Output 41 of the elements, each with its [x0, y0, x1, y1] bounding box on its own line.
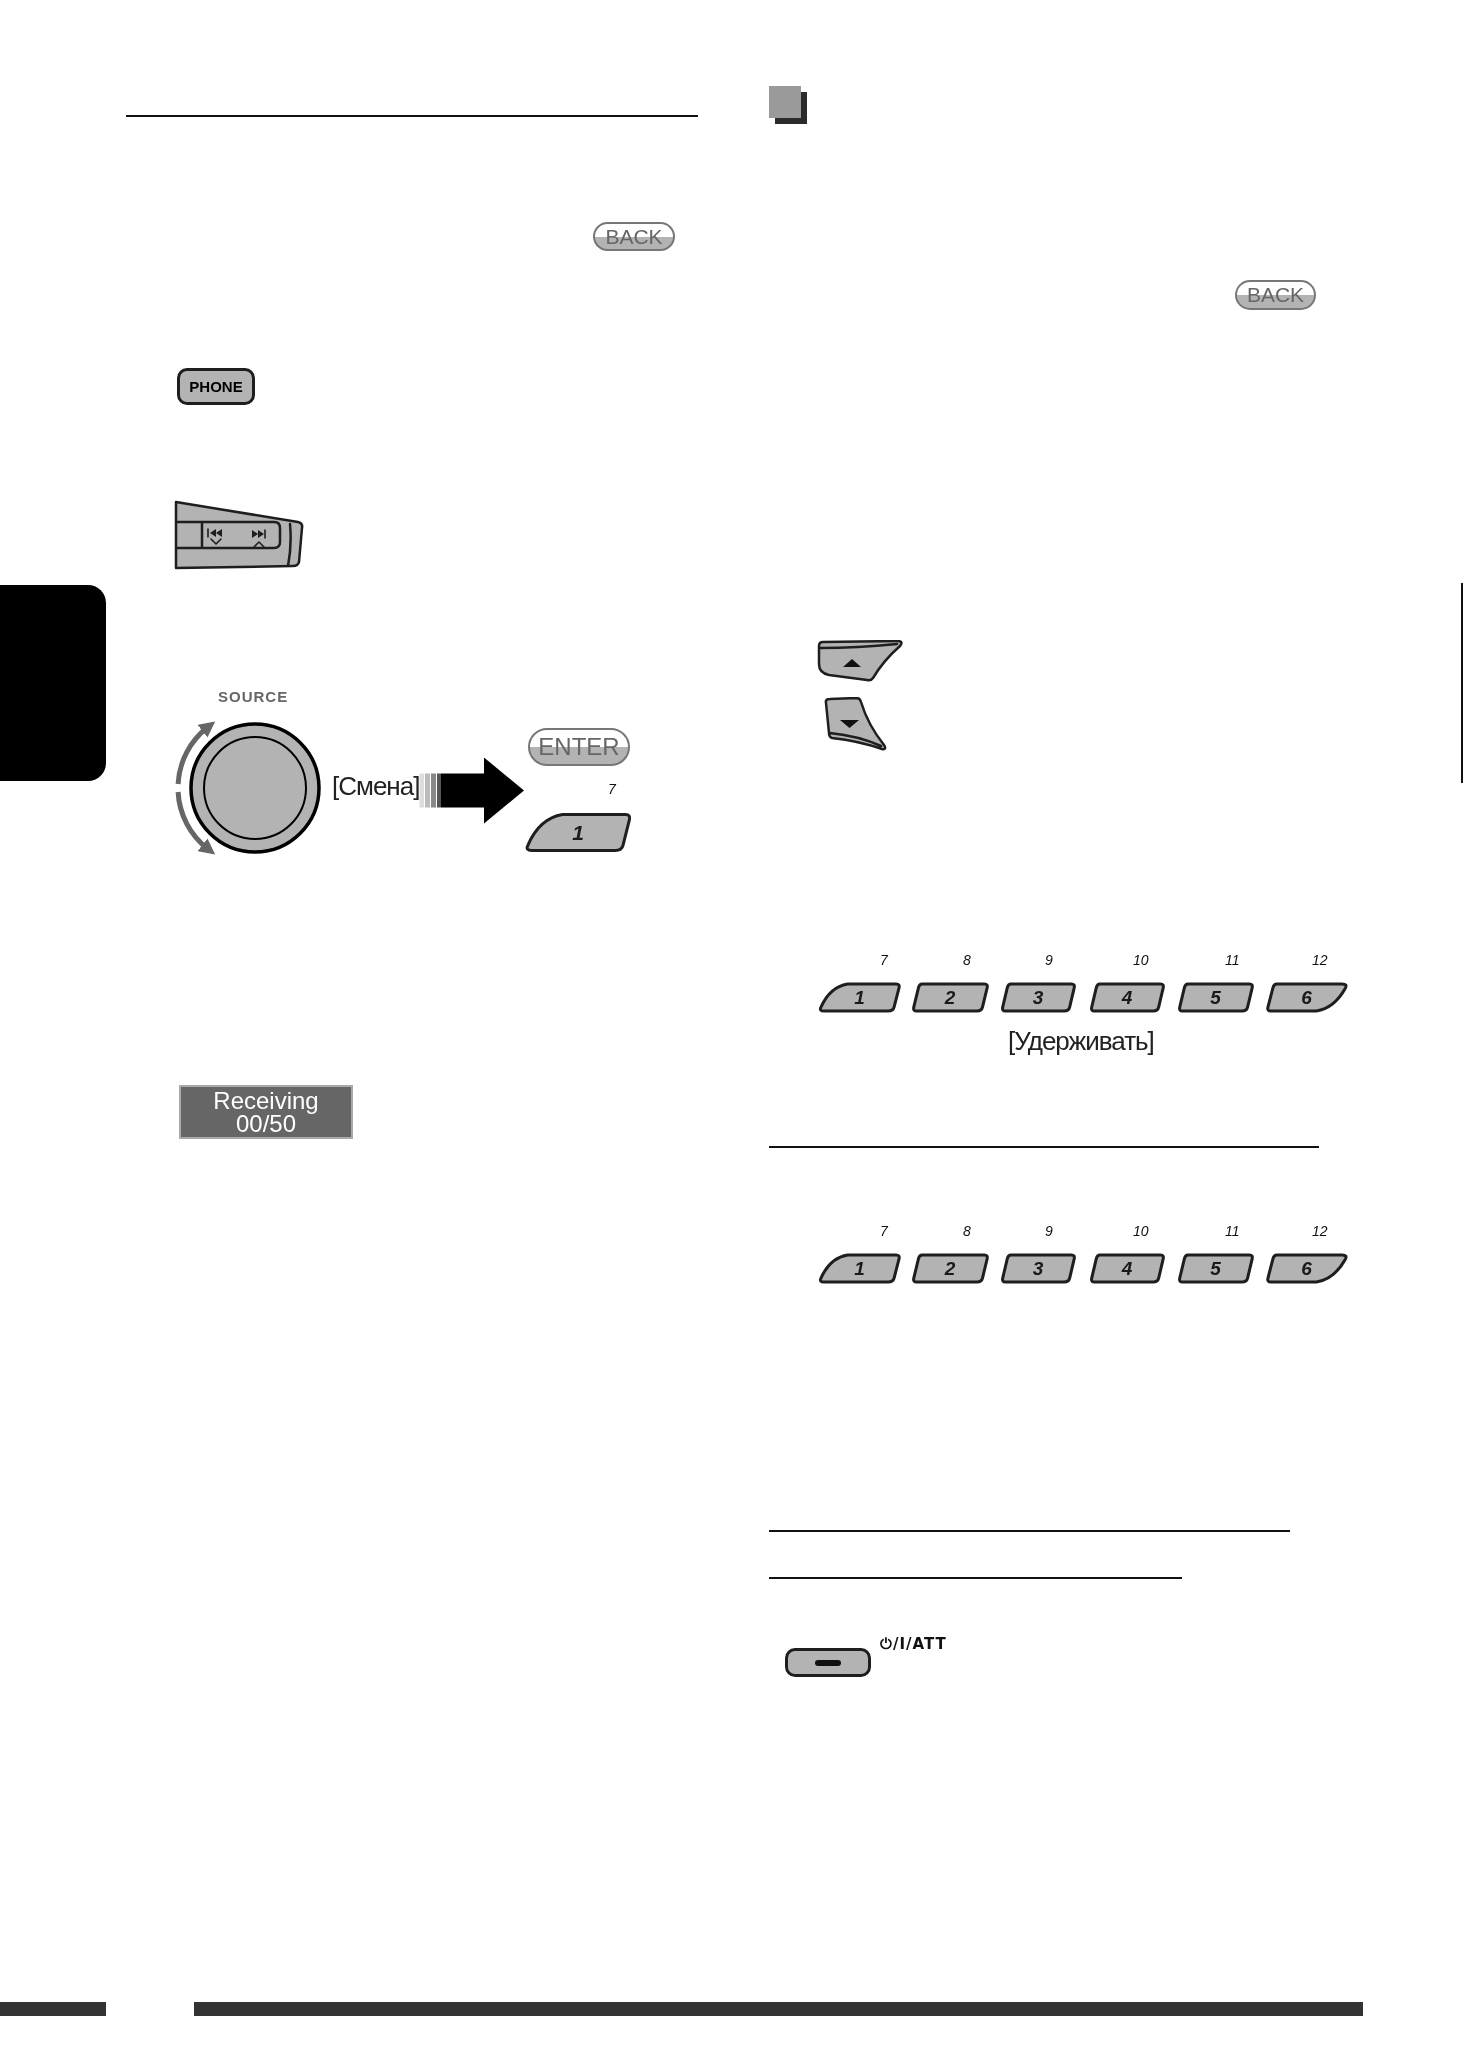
down-button — [824, 697, 887, 752]
display-text: Receiving — [213, 1089, 319, 1112]
display-text: 00/50 — [235, 1112, 297, 1135]
back-button: BACK — [593, 222, 675, 251]
alt-number: 12 — [1312, 1223, 1328, 1240]
preset-button: 5 — [1177, 1253, 1254, 1284]
alt-number: 7 — [880, 1223, 888, 1240]
rocker-button-drawing — [174, 500, 304, 570]
alt-number: 11 — [1225, 952, 1240, 969]
preset-button: 6 — [1265, 1253, 1348, 1284]
preset-button: 6 — [1265, 982, 1348, 1013]
display-screen — [179, 1085, 353, 1139]
preset-button: 5 — [1177, 982, 1254, 1013]
alt-number: 9 — [1045, 952, 1053, 969]
alt-number: 11 — [1225, 1223, 1240, 1240]
phone-button: PHONE — [177, 368, 255, 405]
preset-button: 1 — [818, 1253, 901, 1284]
hint-text: [Удерживать] — [1008, 1027, 1154, 1057]
preset-button: 3 — [1000, 982, 1076, 1013]
control-caption: ⏻/I/ATT — [880, 1636, 947, 1654]
alt-number: 7 — [608, 781, 616, 798]
up-button — [817, 640, 903, 682]
side-tab — [0, 585, 106, 781]
alt-number: 8 — [963, 1223, 971, 1240]
arrow — [419, 757, 524, 824]
knob-caption: SOURCE — [218, 688, 289, 706]
alt-number: 9 — [1045, 1223, 1053, 1240]
enter-button: ENTER — [528, 728, 630, 766]
alt-number: 12 — [1312, 952, 1328, 969]
preset-button: 1 — [818, 982, 901, 1013]
preset-button: 2 — [911, 982, 989, 1013]
alt-number: 7 — [880, 952, 888, 969]
preset-button: 3 — [1000, 1253, 1076, 1284]
preset-button: 2 — [911, 1253, 989, 1284]
alt-number: 10 — [1133, 1223, 1149, 1240]
alt-number: 8 — [963, 952, 971, 969]
alt-number: 10 — [1133, 952, 1149, 969]
preset-button: 1 — [524, 812, 632, 853]
hint-text: [Смена] — [332, 772, 420, 802]
preset-button: 4 — [1089, 982, 1165, 1013]
preset-button: 4 — [1089, 1253, 1165, 1284]
